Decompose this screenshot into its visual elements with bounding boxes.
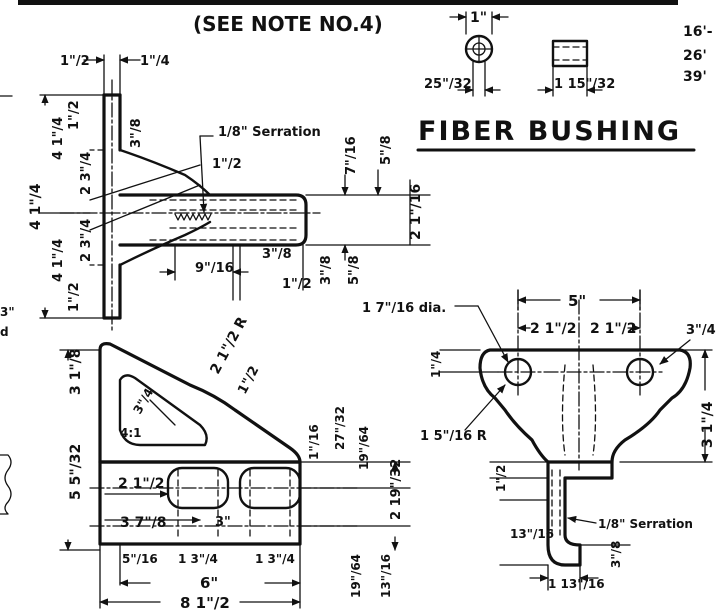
sv-serration-label: 1/8" Serration xyxy=(218,125,321,140)
break-line xyxy=(0,454,12,515)
sv-dim-upper-half: 1"/2 xyxy=(67,100,82,130)
sv-dim-3-8-b: 3"/8 xyxy=(319,255,334,285)
side-view-group: 1"/2 1"/4 4 1"/4 1"/2 4 1"/4 2 3"/4 2 3"… xyxy=(0,54,431,339)
side-value-2: 26' xyxy=(683,48,707,64)
bv-dim-3-1-8: 3 1"/8 xyxy=(68,348,84,395)
bv-dim-27-32: 27"/32 xyxy=(333,406,347,450)
ev-dim-3-8: 3"/8 xyxy=(609,541,623,568)
sv-dim-web-half: 1"/2 xyxy=(212,157,242,172)
ev-dim-3-4-R: 3"/4 R xyxy=(686,323,717,338)
bv-dim-5-16: 5"/16 xyxy=(122,552,158,566)
end-view-hook xyxy=(546,460,614,567)
sv-dim-3-8-a: 3"/8 xyxy=(262,247,292,262)
fiber-bushing-title: FIBER BUSHING xyxy=(418,116,681,147)
ev-dim-1-2: 1"/2 xyxy=(494,465,508,492)
sv-dim-lower-web: 2 3"/4 xyxy=(79,219,94,262)
side-view-boss xyxy=(118,193,308,247)
sv-dim-lower-half: 1"/2 xyxy=(67,282,82,312)
bv-dim-3: 3" xyxy=(215,515,231,530)
bv-dim-half: 1"/2 xyxy=(235,364,262,397)
sv-dim-5-8-bottom: 5"/8 xyxy=(347,255,362,285)
ev-dim-13-16: 13"/16 xyxy=(510,527,554,541)
sv-dim-three-eighths: 3"/8 xyxy=(129,118,144,148)
bv-dim-2-19-32: 2 19"/32 xyxy=(389,459,404,520)
sv-dim-5-8-top: 5"/8 xyxy=(379,135,394,165)
sv-dim-7-16: 7"/16 xyxy=(344,136,359,175)
ev-dim-2-1-2-left: 2 1"/2 xyxy=(530,321,577,337)
end-view-group: 5" 2 1"/2 2 1"/2 1 7"/16 dia. 3"/4 R 1"/… xyxy=(362,289,717,591)
bushing-width-dim: 1" xyxy=(470,10,487,26)
bracket-view-group: 3 1"/8 5 5"/32 2 1"/2 R 1"/2 3"/4 4:1 1"… xyxy=(59,314,411,612)
sv-edge-d: d xyxy=(0,325,9,339)
sv-dim-upper-web: 2 3"/4 xyxy=(79,152,94,195)
ev-dim-R: 1 5"/16 R xyxy=(420,429,487,444)
bv-dim-2-1-2: 2 1"/2 xyxy=(118,476,165,492)
bv-slope: 4:1 xyxy=(120,426,142,440)
bracket-base xyxy=(98,460,302,546)
sv-dim-upper: 4 1"/4 xyxy=(51,117,66,160)
bv-dim-1-3-4-b: 1 3"/4 xyxy=(255,552,295,566)
bushing-length-dim: 1 15"/32 xyxy=(554,77,615,92)
end-view-outline xyxy=(478,348,692,464)
sv-dim-2-1-16: 2 1"/16 xyxy=(408,184,424,240)
ev-dim-5: 5" xyxy=(568,292,586,310)
ev-dim-1-4: 1"/4 xyxy=(429,351,443,378)
sv-dim-lower: 4 1"/4 xyxy=(51,239,66,282)
bv-dim-8-1-2: 8 1"/2 xyxy=(180,594,230,612)
bv-dim-6: 6" xyxy=(200,574,218,592)
bushing-side xyxy=(551,39,589,68)
bv-dim-1-16: 1"/16 xyxy=(307,424,321,460)
sv-dim-overall: 4 1"/4 xyxy=(28,183,44,230)
ev-serration: 1/8" Serration xyxy=(598,517,693,531)
bv-dim-radius: 2 1"/2 R xyxy=(207,314,250,377)
sv-edge-3: 3" xyxy=(0,305,15,319)
bv-dim-19-64-a: 19"/64 xyxy=(357,426,371,470)
bracket-outline xyxy=(98,342,302,464)
bv-dim-5-5-32: 5 5"/32 xyxy=(68,444,84,500)
sv-dim-quarter: 1"/4 xyxy=(140,54,170,69)
see-note-label: (SEE NOTE NO.4) xyxy=(193,12,383,36)
top-border xyxy=(18,0,678,5)
bv-dim-19-64-b: 19"/64 xyxy=(349,554,363,598)
sv-dim-1-2: 1"/2 xyxy=(282,277,312,292)
bv-dim-3-7-8: 3 7"/8 xyxy=(120,515,167,531)
ev-dim-1-13-16: 1 13"/16 xyxy=(548,577,605,591)
bv-dim-1-3-4-a: 1 3"/4 xyxy=(178,552,218,566)
ev-dim-3-1-4: 3 1"/4 xyxy=(700,401,716,448)
ev-hole-dia: 1 7"/16 dia. xyxy=(362,301,446,316)
fiber-bushing-group: 1" 25"/32 1 15"/32 FIBER BUSHING 16'- 26… xyxy=(416,10,713,152)
sv-dim-9-16: 9"/16 xyxy=(195,261,234,276)
bushing-bore-dim: 25"/32 xyxy=(424,77,472,92)
ev-dim-2-1-2-right: 2 1"/2 xyxy=(590,321,637,337)
bracket-inner-slot xyxy=(118,374,208,447)
bv-dim-13-16: 13"/16 xyxy=(379,554,393,598)
side-value-1: 16'- xyxy=(683,24,713,40)
sv-dim-half: 1"/2 xyxy=(60,54,90,69)
side-value-3: 39' xyxy=(683,69,707,85)
